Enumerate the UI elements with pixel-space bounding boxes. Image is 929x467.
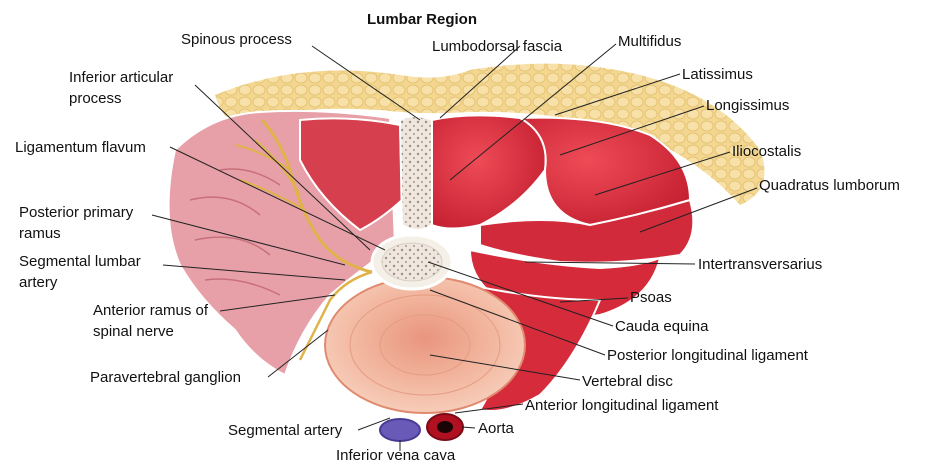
label-quadratus-lumborum: Quadratus lumborum [759,177,900,194]
label-spinous-process: Spinous process [181,31,292,48]
label-longissimus: Longissimus [706,97,789,114]
label-vertebral-disc: Vertebral disc [582,373,673,390]
label-segmental-artery: Segmental artery [228,422,342,439]
label-inferior-articular-process-line2: process [69,90,122,107]
label-psoas: Psoas [630,289,672,306]
label-inferior-articular-process-line1: Inferior articular [69,69,173,86]
inferior-vena-cava [380,419,420,441]
label-posterior-primary-ramus-line1: Posterior primary [19,204,133,221]
label-cauda-equina: Cauda equina [615,318,708,335]
label-aorta: Aorta [478,420,514,437]
vertebral-disc [325,277,525,413]
label-intertransversarius: Intertransversarius [698,256,822,273]
label-posterior-primary-ramus-line2: ramus [19,225,61,242]
label-iliocostalis: Iliocostalis [732,143,801,160]
multifidus-muscle [432,115,546,228]
label-multifidus: Multifidus [618,33,681,50]
label-segmental-lumbar-artery-line1: Segmental lumbar [19,253,141,270]
label-paravertebral-ganglion: Paravertebral ganglion [90,369,241,386]
label-posterior-longitudinal-ligament: Posterior longitudinal ligament [607,347,808,364]
label-segmental-lumbar-artery-line2: artery [19,274,57,291]
label-anterior-longitudinal-ligament: Anterior longitudinal ligament [525,397,718,414]
label-anterior-ramus-line1: Anterior ramus of [93,302,208,319]
cauda-equina [382,243,442,281]
label-anterior-ramus-line2: spinal nerve [93,323,174,340]
label-latissimus: Latissimus [682,66,753,83]
figure-title: Lumbar Region [367,11,477,28]
label-inferior-vena-cava: Inferior vena cava [336,447,455,464]
spinous-process-bone [400,116,432,230]
label-lumbodorsal-fascia: Lumbodorsal fascia [432,38,562,55]
label-ligamentum-flavum: Ligamentum flavum [15,139,146,156]
